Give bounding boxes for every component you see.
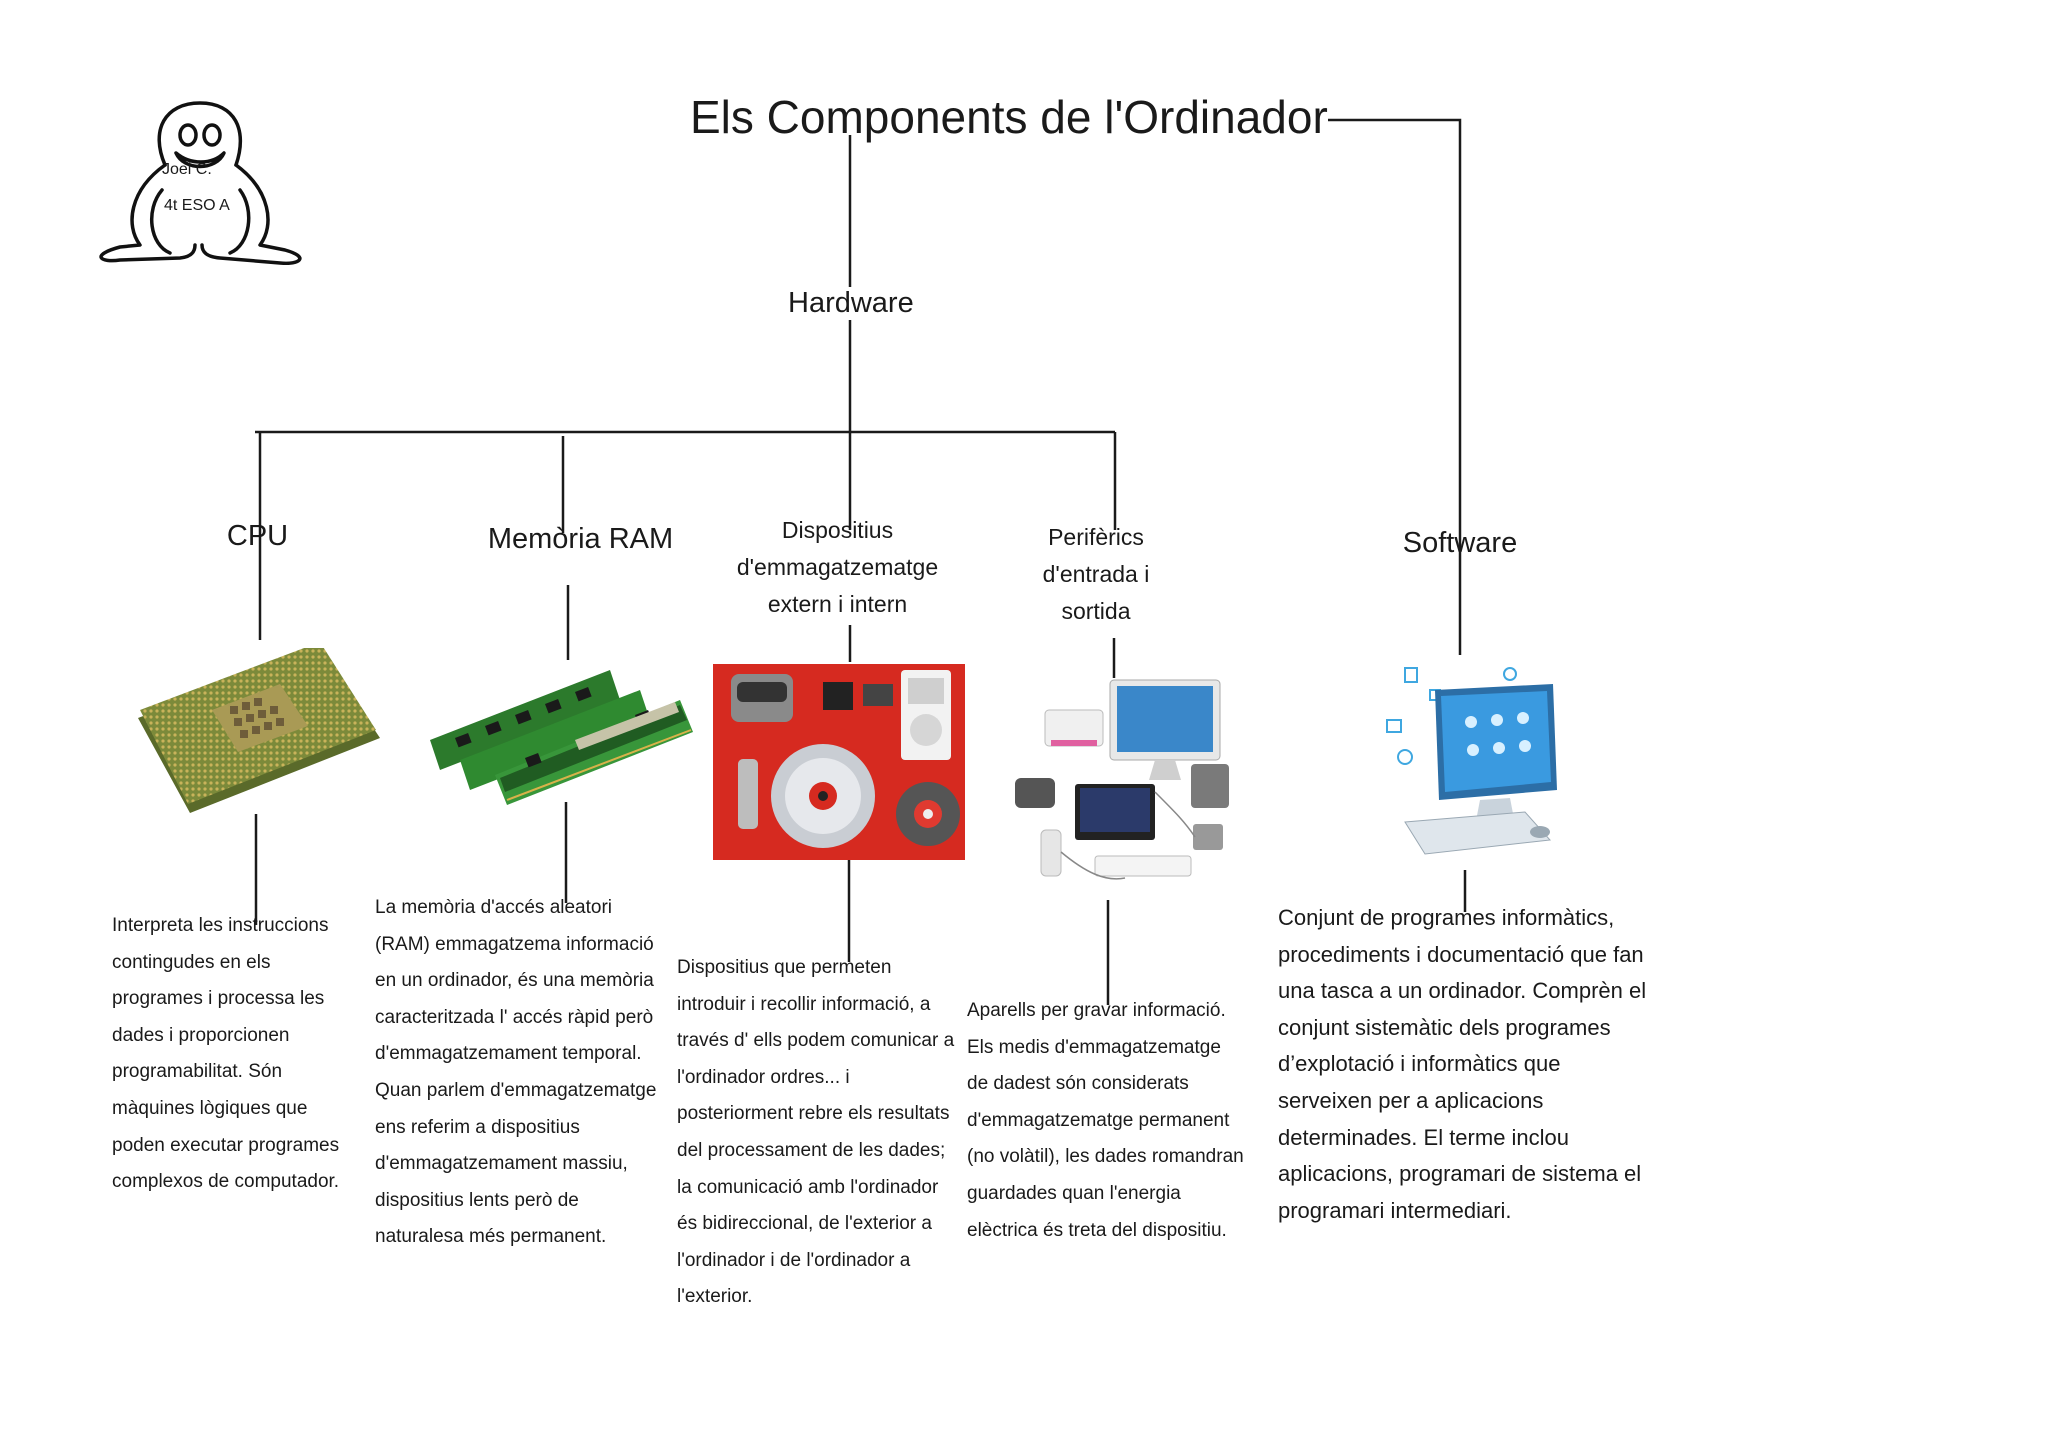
ram-description: La memòria d'accés aleatori (RAM) emmaga…: [375, 897, 657, 1248]
penguin-icon: [99, 101, 302, 266]
author-name: Joel C.: [162, 161, 212, 178]
title-software-connector: [1328, 118, 1462, 655]
peripherals-node: Perifèrics d'entrada i sortida: [1042, 524, 1150, 624]
cpu-chip-image: [138, 648, 380, 813]
storage-description: Dispositius que permeten introduir i rec…: [677, 957, 955, 1308]
software-computer-image: [1386, 667, 1557, 855]
author-class: 4t ESO A: [164, 197, 230, 214]
page-title: Els Components de l'Ordinador: [690, 91, 1328, 143]
software-description: Conjunt de programes informàtics, proced…: [1278, 905, 1647, 1223]
storage-devices-image: [713, 664, 965, 860]
peripherals-image: [1015, 679, 1229, 880]
ram-modules-image: [430, 670, 693, 805]
author-logo: Joel C. 4t ESO A: [90, 95, 310, 266]
ram-node: Memòria RAM: [487, 523, 674, 555]
peripherals-description: Aparells per gravar informació. Els medi…: [967, 1000, 1244, 1241]
software-node: Software: [1402, 527, 1518, 559]
cpu-node: CPU: [226, 520, 289, 552]
storage-node: Dispositius d'emmagatzematge extern i in…: [736, 517, 939, 617]
cpu-description: Interpreta les instruccions contingudes …: [112, 915, 340, 1193]
hardware-node: Hardware: [788, 287, 914, 320]
